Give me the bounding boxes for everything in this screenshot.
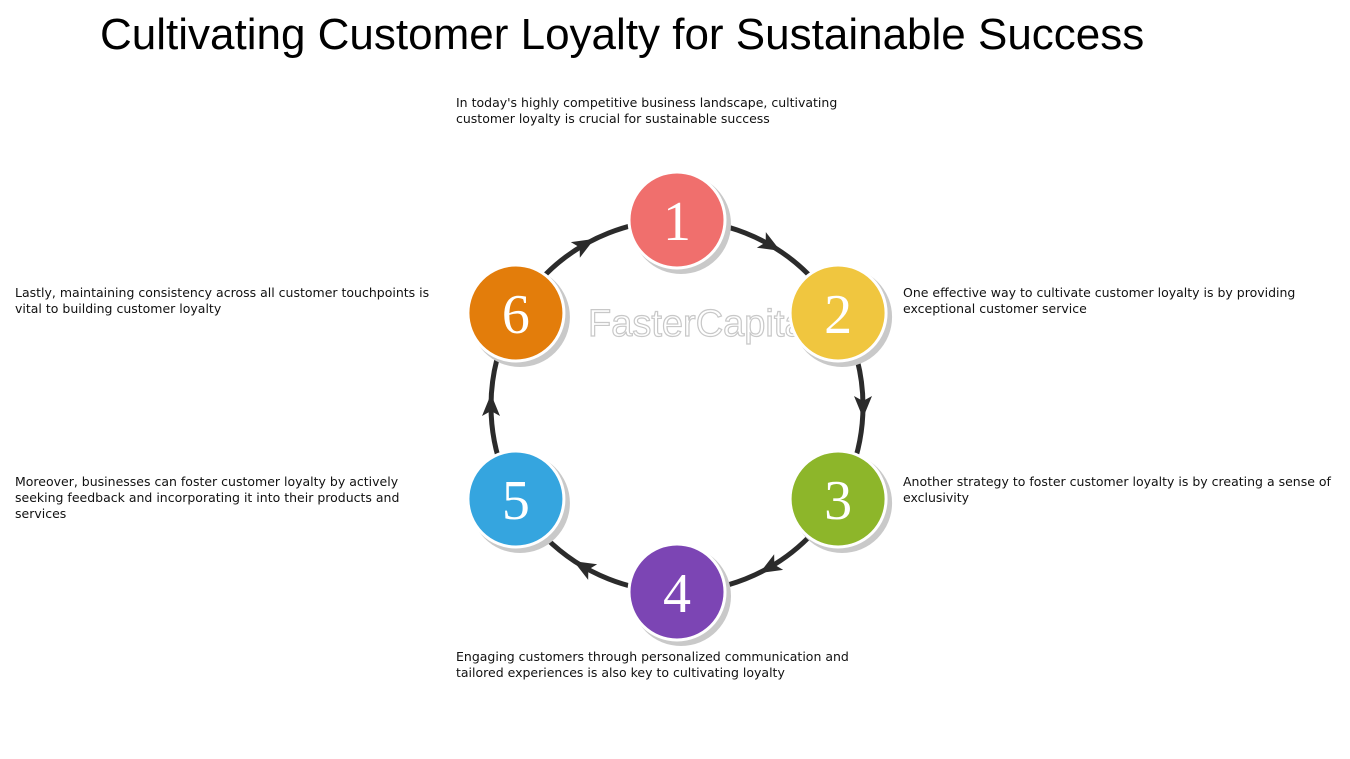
step-6-node: 6 bbox=[466, 263, 570, 367]
node-circle bbox=[788, 263, 888, 363]
step-2-text: One effective way to cultivate customer … bbox=[903, 285, 1296, 316]
arrow-head-icon bbox=[759, 554, 784, 574]
watermark: FasterCapital bbox=[588, 303, 814, 345]
step-2-node: 2 bbox=[788, 263, 893, 367]
step-number: 5 bbox=[502, 470, 530, 532]
arrow-head-icon bbox=[854, 396, 872, 418]
step-1-text: In today's highly competitive business l… bbox=[456, 95, 838, 126]
step-number: 6 bbox=[502, 284, 530, 346]
arrow-head-icon bbox=[756, 232, 781, 251]
node-circle bbox=[627, 542, 727, 642]
step-5-text: Moreover, businesses can foster customer… bbox=[15, 474, 400, 521]
step-1-node: 1 bbox=[627, 170, 731, 274]
node-circle bbox=[466, 263, 566, 363]
step-3-text: Another strategy to foster customer loya… bbox=[903, 474, 1331, 505]
arrow-head-icon bbox=[482, 394, 500, 416]
step-4-node: 4 bbox=[627, 542, 731, 646]
node-circle bbox=[466, 449, 566, 549]
step-5-node: 5 bbox=[466, 449, 570, 553]
arrow-head-icon bbox=[570, 238, 595, 258]
node-circle bbox=[627, 170, 727, 270]
step-number: 4 bbox=[663, 563, 691, 625]
page-title: Cultivating Customer Loyalty for Sustain… bbox=[100, 10, 1145, 59]
step-6-text: Lastly, maintaining consistency across a… bbox=[15, 285, 430, 316]
step-number: 2 bbox=[824, 284, 852, 346]
step-4-text: Engaging customers through personalized … bbox=[456, 649, 849, 680]
arrow-head-icon bbox=[573, 561, 598, 580]
step-number: 3 bbox=[824, 470, 852, 532]
step-number: 1 bbox=[663, 191, 691, 253]
step-3-node: 3 bbox=[788, 449, 893, 553]
node-circle bbox=[788, 449, 888, 549]
